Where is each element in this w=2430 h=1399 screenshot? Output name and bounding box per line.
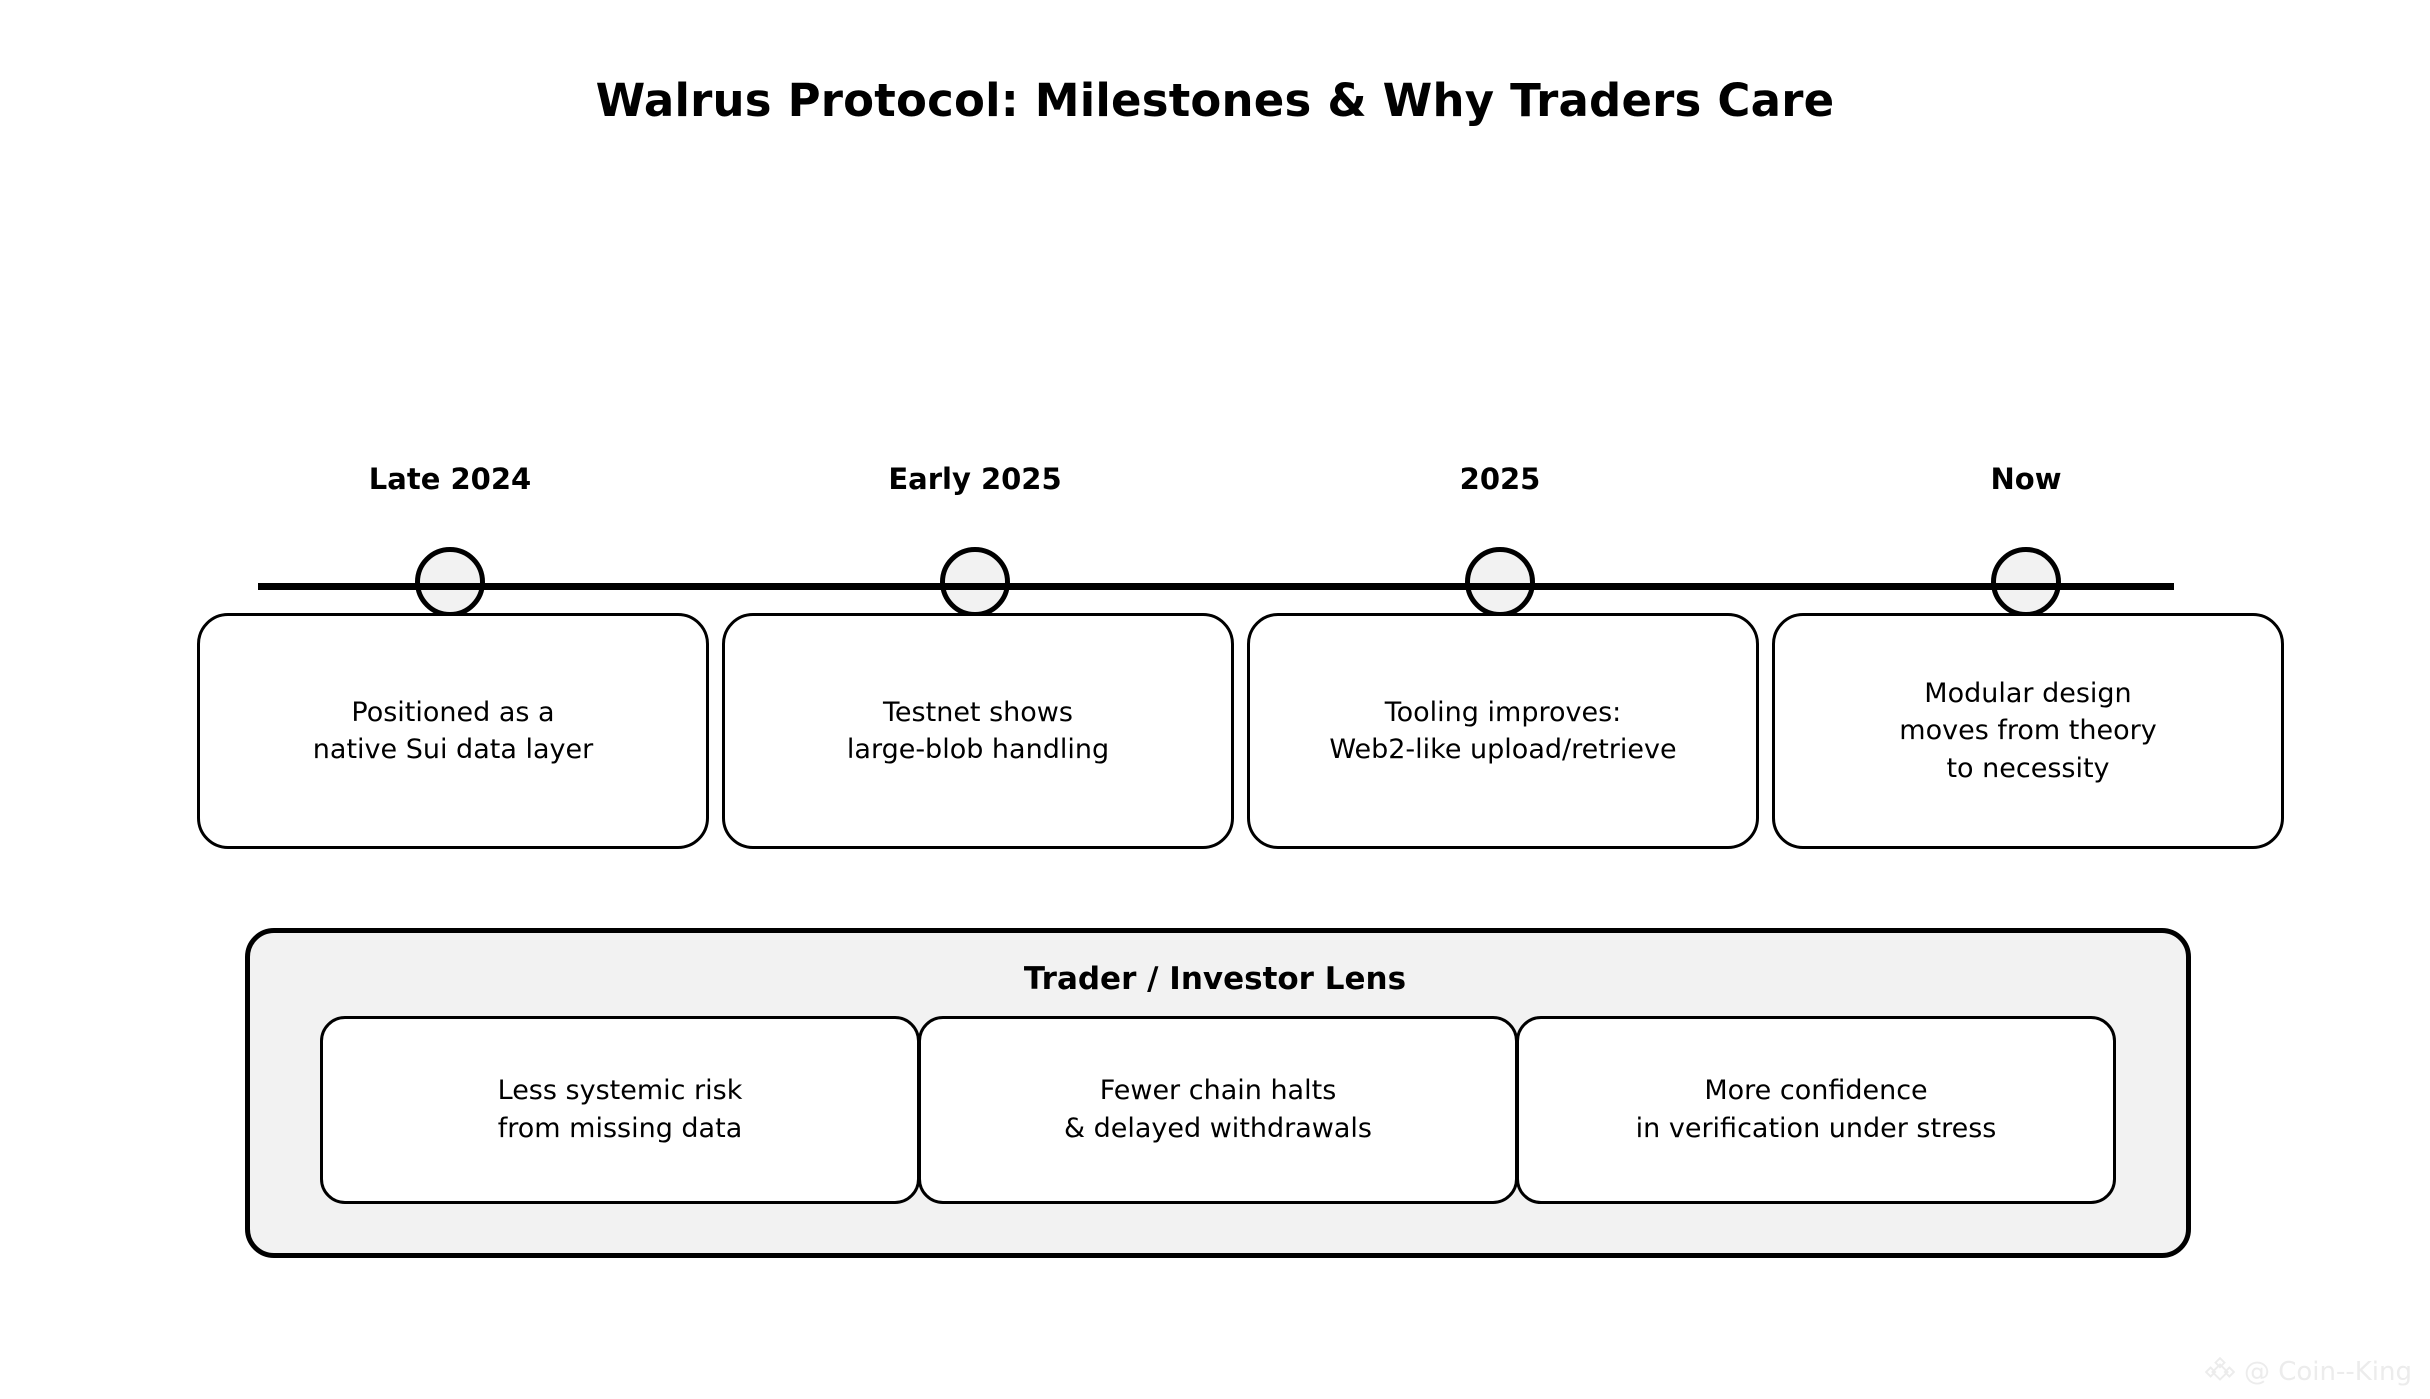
milestone-card-text: Tooling improves: Web2-like upload/retri… xyxy=(1329,696,1677,765)
benefit-card-fewer-chain-halts[interactable]: Fewer chain halts & delayed withdrawals xyxy=(918,1016,1518,1204)
benefit-card-less-systemic-risk[interactable]: Less systemic risk from missing data xyxy=(320,1016,920,1204)
watermark: @ Coin--King xyxy=(2204,1357,2412,1387)
milestone-dot-early-2025[interactable] xyxy=(940,547,1010,617)
milestone-label-2025: 2025 xyxy=(1459,462,1541,496)
benefit-card-text: Less systemic risk from missing data xyxy=(497,1074,743,1144)
milestone-label-late-2024: Late 2024 xyxy=(368,462,532,496)
milestone-card-2025[interactable]: Tooling improves: Web2-like upload/retri… xyxy=(1247,613,1759,849)
milestone-dot-now[interactable] xyxy=(1991,547,2061,617)
milestone-card-now[interactable]: Modular design moves from theory to nece… xyxy=(1772,613,2284,849)
milestone-label-early-2025: Early 2025 xyxy=(888,462,1062,496)
milestone-card-text: Modular design moves from theory to nece… xyxy=(1899,678,2157,784)
benefit-card-more-confidence[interactable]: More confidence in verification under st… xyxy=(1516,1016,2116,1204)
milestone-card-early-2025[interactable]: Testnet shows large-blob handling xyxy=(722,613,1234,849)
benefit-card-text: More confidence in verification under st… xyxy=(1635,1074,1997,1144)
page-title: Walrus Protocol: Milestones & Why Trader… xyxy=(595,74,1835,127)
milestone-card-late-2024[interactable]: Positioned as a native Sui data layer xyxy=(197,613,709,849)
milestone-dot-2025[interactable] xyxy=(1465,547,1535,617)
diamond-logo-icon xyxy=(2204,1357,2235,1381)
timeline-axis xyxy=(258,583,2174,590)
milestone-label-now: Now xyxy=(1990,462,2062,496)
watermark-handle: @ Coin--King xyxy=(2243,1357,2412,1387)
milestone-card-text: Positioned as a native Sui data layer xyxy=(312,696,594,765)
milestone-card-text: Testnet shows large-blob handling xyxy=(846,696,1110,765)
benefit-card-text: Fewer chain halts & delayed withdrawals xyxy=(1063,1074,1372,1144)
milestone-dot-late-2024[interactable] xyxy=(415,547,485,617)
lens-heading: Trader / Investor Lens xyxy=(1023,961,1407,997)
